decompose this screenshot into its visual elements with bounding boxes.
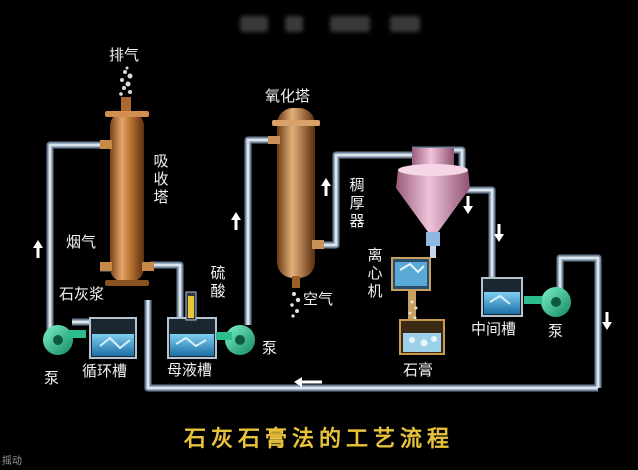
oxidation-tower: [268, 108, 324, 288]
label-pump-middle: 泵: [262, 339, 278, 357]
label-centrifuge: 离心机: [367, 246, 383, 300]
pump-middle: [216, 325, 255, 355]
blurred-header: [230, 10, 440, 38]
arrow-down-thickener: [463, 196, 473, 214]
arrow-up-mid: [231, 212, 241, 230]
label-pump-right: 泵: [548, 322, 564, 340]
arrow-left-return: [294, 377, 322, 387]
label-intermediate-tank: 中间槽: [471, 320, 517, 338]
arrow-down-right: [602, 312, 612, 330]
label-air: 空气: [303, 290, 334, 308]
pump-right: [524, 287, 571, 317]
centrifuge: [391, 257, 431, 319]
flow-arrows: [33, 178, 612, 387]
label-sulfuric-acid: 硫酸: [210, 264, 226, 300]
air-bubbles: [290, 292, 301, 318]
label-lime-slurry: 石灰浆: [59, 285, 105, 303]
label-mother-liquor-tank: 母液槽: [167, 361, 213, 379]
label-oxidation-tower: 氧化塔: [265, 87, 311, 105]
arrow-up-left: [33, 240, 43, 258]
arrow-down-overflow: [494, 224, 504, 242]
label-flue-gas: 烟气: [66, 233, 97, 251]
pump-left: [43, 325, 86, 355]
label-circulation-tank: 循环槽: [82, 362, 128, 380]
circulation-tank: [89, 317, 137, 359]
label-absorber: 吸收塔: [153, 152, 169, 206]
exhaust-smoke: [119, 66, 133, 96]
intermediate-tank: [481, 277, 523, 317]
label-thickener: 稠厚器: [349, 176, 365, 230]
gypsum-bin: [399, 319, 445, 355]
absorber-tower: [100, 97, 154, 286]
diagram-title: 石灰石膏法的工艺流程: [183, 426, 454, 452]
label-pump-left: 泵: [44, 369, 60, 387]
label-gypsum: 石膏: [403, 361, 434, 379]
label-exhaust: 排气: [109, 46, 140, 64]
thickener: [396, 148, 470, 258]
arrow-up-oxidation: [321, 178, 331, 196]
gypsum-particles: [408, 300, 418, 320]
mother-liquor-tank: [167, 291, 217, 359]
corner-text: 摇动: [2, 456, 22, 467]
